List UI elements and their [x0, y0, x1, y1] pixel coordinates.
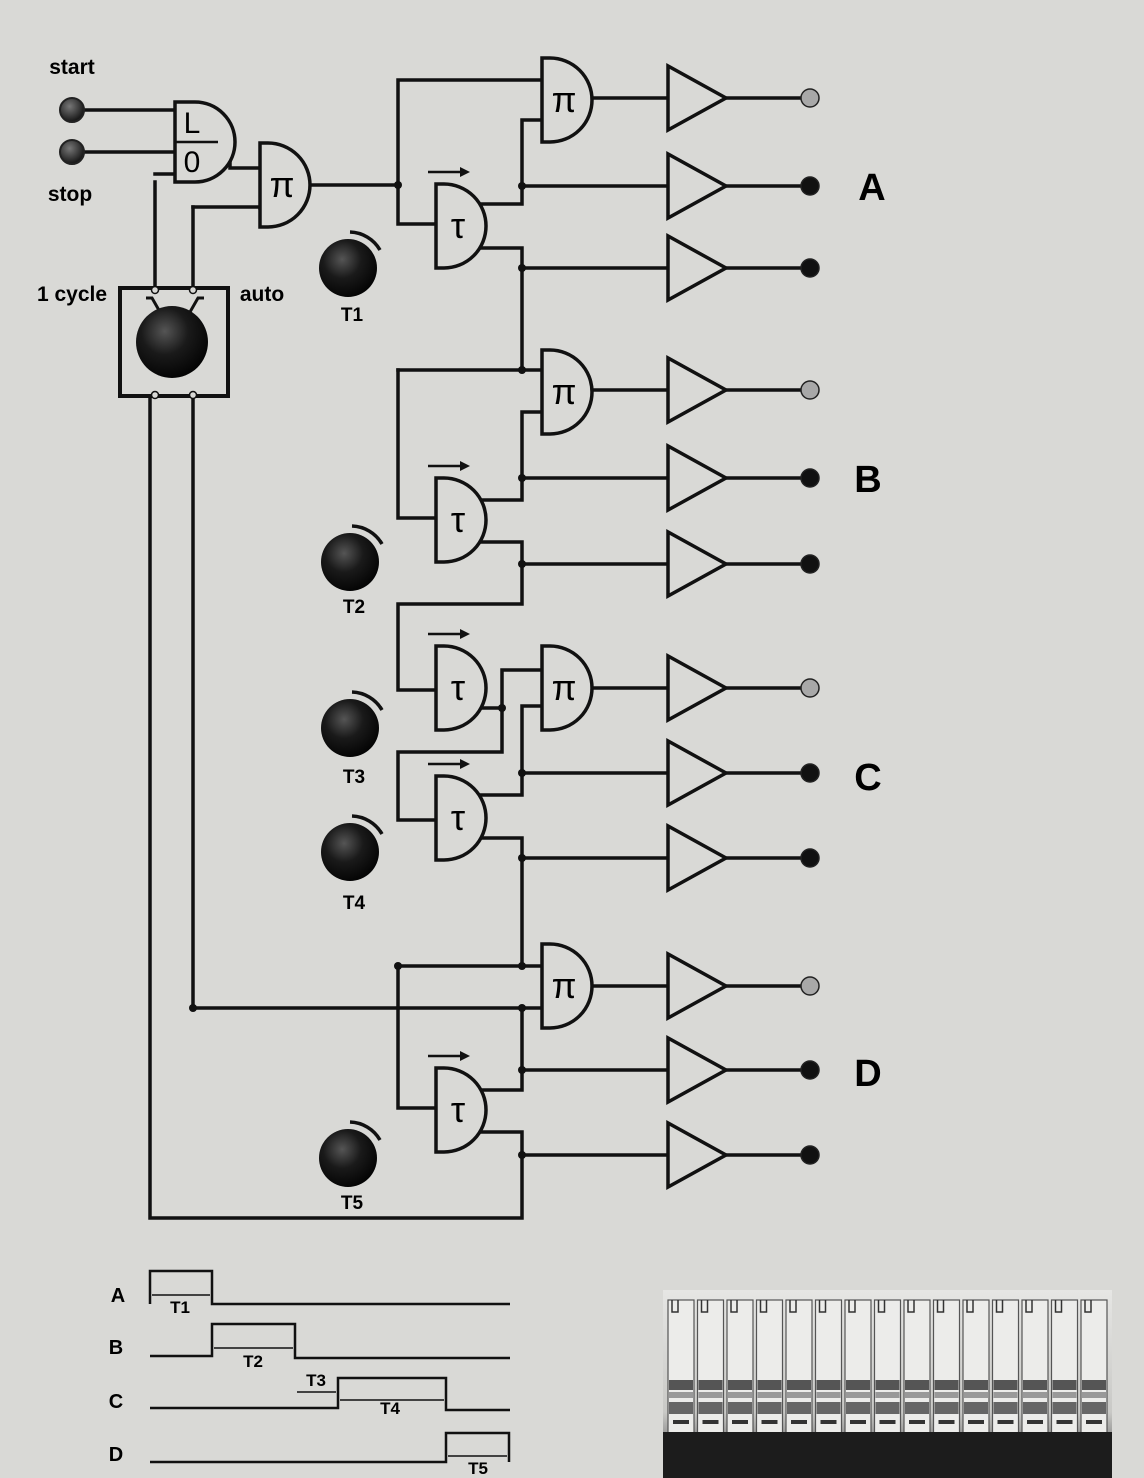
timing-pulse-t4: T4 [380, 1399, 400, 1418]
rack-module-10 [934, 1300, 960, 1434]
timing-pulse-t5: T5 [468, 1459, 488, 1478]
mode-selector-knob[interactable] [136, 306, 208, 378]
rack-module-15 [1081, 1300, 1107, 1434]
timing-pulse-t2: T2 [243, 1352, 263, 1371]
output-lamp-2 [801, 177, 819, 195]
module-rack-photo [663, 1290, 1112, 1478]
junction-dot-8 [518, 769, 526, 777]
flipflop-reset-symbol: 0 [184, 146, 201, 179]
rack-module-13 [1022, 1300, 1048, 1434]
junction-dot-4 [518, 366, 526, 374]
and-gate-d-symbol: π [552, 965, 577, 1006]
junction-dot-5 [518, 474, 526, 482]
rack-module-7 [845, 1300, 871, 1434]
start-and-gate-symbol: π [270, 164, 295, 205]
stop-button[interactable] [60, 140, 84, 164]
and-gate-c-symbol: π [552, 667, 577, 708]
timing-pulse-t3: T3 [306, 1371, 326, 1390]
rack-module-12 [993, 1300, 1019, 1434]
junction-dot-2 [518, 182, 526, 190]
rack-module-1 [668, 1300, 694, 1434]
start-button[interactable] [60, 98, 84, 122]
timer-knob-label-t1: T1 [341, 305, 364, 326]
output-lamp-7 [801, 679, 819, 697]
rack-module-6 [816, 1300, 842, 1434]
timer-gate-t1-symbol: τ [451, 205, 465, 246]
junction-dot-10 [518, 962, 526, 970]
junction-dot-12 [518, 1004, 526, 1012]
and-gate-a-symbol: π [552, 79, 577, 120]
start-label: start [49, 56, 95, 79]
output-label-c: C [854, 757, 881, 799]
junction-dot-6 [518, 560, 526, 568]
timer-gate-t5-symbol: τ [451, 1089, 465, 1130]
junction-dot-11 [394, 962, 402, 970]
rack-module-9 [904, 1300, 930, 1434]
junction-dot-13 [518, 1066, 526, 1074]
junction-dot-7 [498, 704, 506, 712]
junction-dot-9 [518, 854, 526, 862]
stop-label: stop [48, 183, 92, 206]
and-gate-b-symbol: π [552, 371, 577, 412]
auto-label: auto [240, 283, 284, 306]
rack-module-3 [727, 1300, 753, 1434]
flipflop-set-symbol: L [184, 107, 201, 140]
timer-knob-label-t3: T3 [343, 767, 365, 788]
timing-row-label-c: C [109, 1391, 123, 1413]
output-lamp-10 [801, 977, 819, 995]
junction-dot-14 [518, 1151, 526, 1159]
rack-module-5 [786, 1300, 812, 1434]
timer-knob-label-t2: T2 [343, 597, 365, 618]
timing-pulse-t1: T1 [170, 1298, 190, 1317]
timer-gate-t4-symbol: τ [451, 797, 465, 838]
timer-knob-label-t5: T5 [341, 1193, 364, 1214]
output-lamp-5 [801, 469, 819, 487]
junction-dot-1 [394, 181, 402, 189]
output-lamp-3 [801, 259, 819, 277]
output-lamp-4 [801, 381, 819, 399]
one-cycle-label: 1 cycle [37, 283, 107, 306]
rack-module-8 [875, 1300, 901, 1434]
junction-dot-15 [189, 1004, 197, 1012]
timing-row-label-d: D [109, 1444, 123, 1466]
timer-gate-t3-symbol: τ [451, 667, 465, 708]
output-lamp-9 [801, 849, 819, 867]
timing-row-label-b: B [109, 1337, 123, 1359]
output-lamp-6 [801, 555, 819, 573]
timing-row-label-a: A [111, 1285, 125, 1307]
output-lamp-12 [801, 1146, 819, 1164]
timer-gate-t2-symbol: τ [451, 499, 465, 540]
wire-4 [193, 207, 260, 208]
output-lamp-1 [801, 89, 819, 107]
rack-module-11 [963, 1300, 989, 1434]
output-label-a: A [858, 167, 885, 209]
output-lamp-11 [801, 1061, 819, 1079]
rack-module-4 [757, 1300, 783, 1434]
output-lamp-8 [801, 764, 819, 782]
rack-modules [668, 1300, 1107, 1434]
rack-module-2 [698, 1300, 724, 1434]
junction-dot-3 [518, 264, 526, 272]
output-label-d: D [854, 1053, 881, 1095]
mode-selector [120, 287, 228, 399]
timer-knob-label-t4: T4 [343, 893, 366, 914]
output-label-b: B [854, 459, 881, 501]
rack-module-14 [1052, 1300, 1078, 1434]
